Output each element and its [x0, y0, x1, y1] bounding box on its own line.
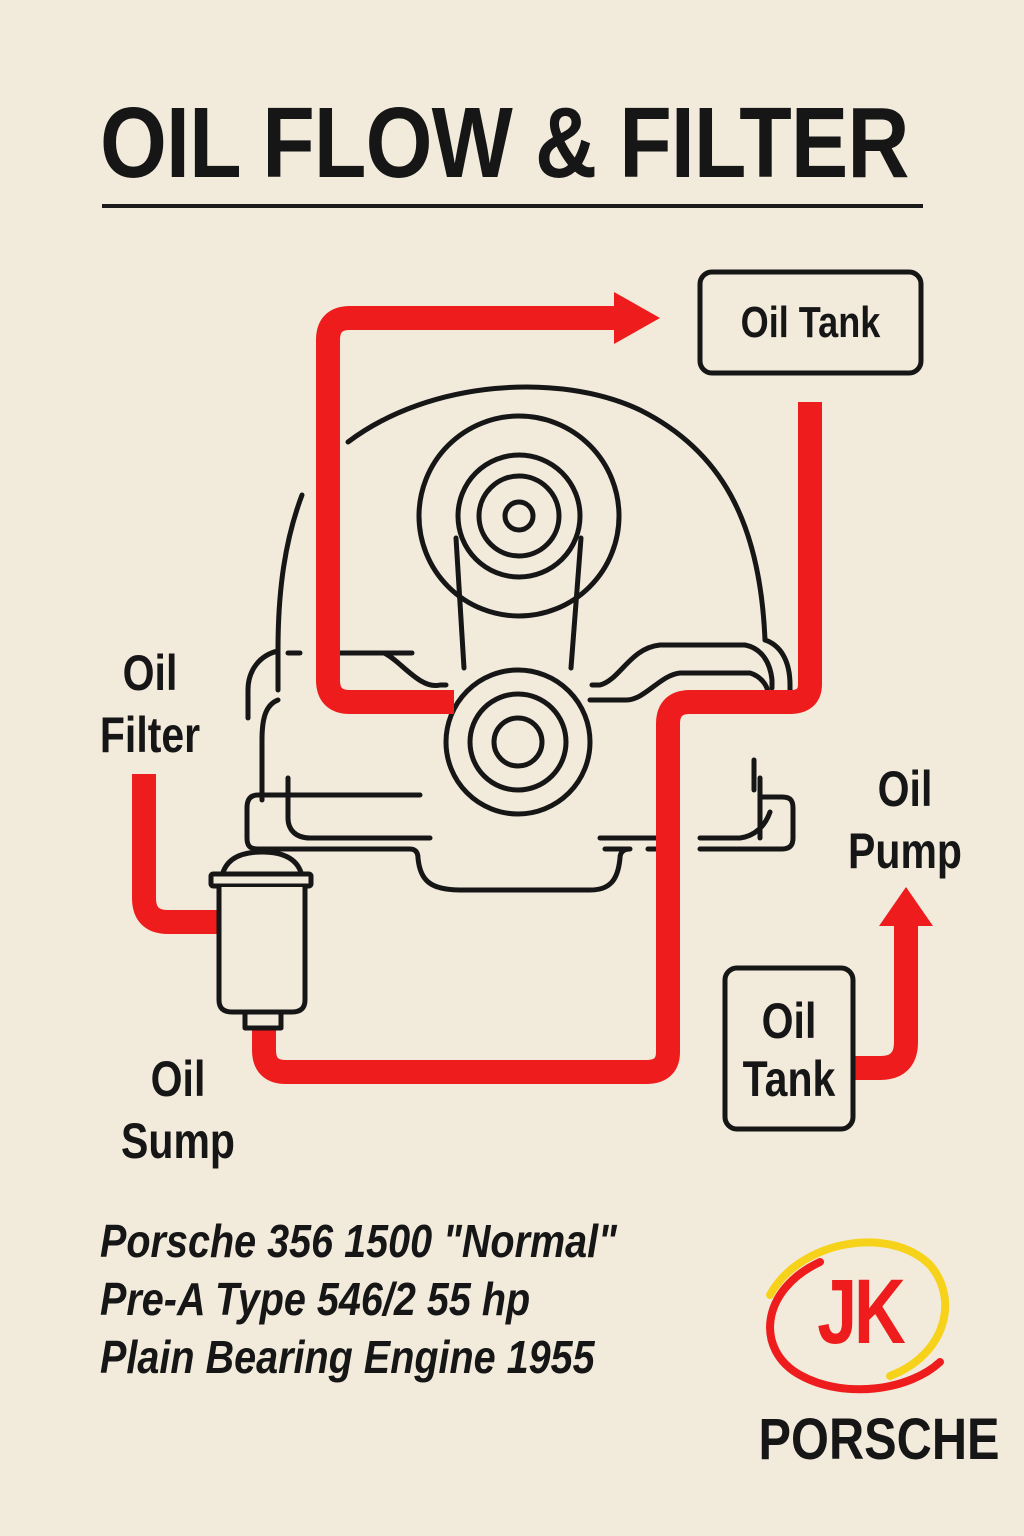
page-title: OIL FLOW & FILTER	[100, 87, 910, 199]
oil-tank-top-label: Oil Tank	[740, 298, 881, 347]
oil-tank-top-box	[697, 269, 924, 376]
title-divider	[102, 204, 923, 208]
oil-tank-bottom-label-line1: Oil	[761, 993, 817, 1049]
oil-filter-label: Oil Filter	[84, 642, 215, 766]
jk-logo-icon	[766, 1238, 950, 1394]
oil-filter-label-line1: Oil	[122, 645, 178, 701]
oil-sump-label: Oil Sump	[112, 1048, 243, 1172]
caption-line1: Porsche 356 1500 "Normal"	[100, 1215, 617, 1267]
logo-monogram: JK	[805, 1262, 914, 1362]
logo-monogram-text: JK	[817, 1261, 906, 1363]
caption-line3: Plain Bearing Engine 1955	[100, 1331, 595, 1383]
oil-sump-label-line1: Oil	[150, 1051, 206, 1107]
oil-filter-icon	[208, 849, 314, 1031]
oil-tank-bottom-box	[722, 965, 856, 1132]
oil-flow-path	[132, 306, 918, 1084]
oil-pump-label: Oil Pump	[839, 758, 970, 882]
oil-sump-label-line2: Sump	[121, 1113, 235, 1169]
engine-icon	[244, 384, 796, 893]
flow-arrow-icon	[614, 292, 660, 344]
oil-tank-bottom-label: Oil Tank	[737, 992, 842, 1108]
caption-line2: Pre-A Type 546/2 55 hp	[100, 1273, 531, 1325]
oil-tank-bottom-label-line2: Tank	[742, 1051, 836, 1107]
engine-caption: Porsche 356 1500 "Normal" Pre-A Type 546…	[100, 1212, 617, 1386]
oil-filter-label-line2: Filter	[99, 707, 201, 763]
flow-arrow-icon	[879, 887, 933, 926]
brand-name: PORSCHE	[758, 1407, 1000, 1472]
oil-pump-label-line1: Oil	[877, 761, 933, 817]
oil-pump-label-line2: Pump	[848, 823, 962, 879]
